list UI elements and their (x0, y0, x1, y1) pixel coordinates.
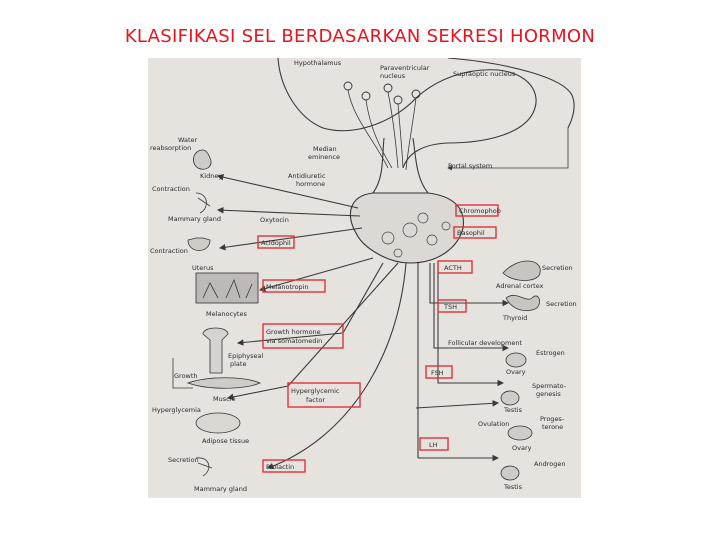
right-vertical-line (447, 128, 569, 171)
label-portal: Portal system (448, 162, 492, 170)
label-proges: Proges- (540, 415, 565, 423)
label-mammary-1: Mammary gland (168, 215, 221, 223)
label-oxytocin: Oxytocin (260, 216, 289, 224)
thyroid-icon (505, 294, 540, 312)
label-basophil: Basophil (457, 229, 485, 237)
box-hyperglycemic-factor (287, 382, 361, 408)
label-growth: Growth (174, 372, 198, 380)
label-chromophobe: Chromophob (459, 207, 501, 215)
label-prolactin: Prolactin (266, 463, 294, 471)
bone-icon (202, 327, 229, 374)
label-melanocytes: Melanocytes (206, 310, 247, 318)
label-growth-hormone: Growth hormone (266, 328, 321, 336)
label-fsh: FSH (431, 369, 444, 377)
label-secretion-2: Secretion (546, 300, 577, 308)
label-epiphyseal-2: plate (230, 360, 246, 368)
label-secretion-1: Secretion (542, 264, 573, 272)
label-ovary-2: Ovary (512, 444, 532, 452)
label-terone: terone (542, 423, 563, 431)
mammary-gland-icon-2 (195, 457, 213, 477)
label-ovary-1: Ovary (506, 368, 526, 376)
box-basophil (453, 226, 497, 239)
pituitary-gland (349, 192, 464, 264)
label-adh: Antidiuretic (288, 172, 326, 180)
label-hyperglycemia: Hyperglycemia (152, 406, 201, 414)
muscle-icon (186, 377, 262, 389)
testis-icon (500, 390, 520, 406)
label-reabsorption: reabsorption (150, 144, 191, 152)
box-prolactin (262, 459, 306, 473)
adrenal-icon (502, 260, 541, 281)
box-tsh (437, 299, 467, 313)
melanocytes-icon (195, 272, 259, 304)
label-androgen: Androgen (534, 460, 565, 468)
label-spermato: Spermato- (532, 382, 567, 390)
label-muscle: Muscle (213, 395, 236, 403)
diagram-svg: Hypothalamus Paraventricular nucleus Sup… (150, 58, 577, 493)
box-lh (419, 437, 449, 451)
label-acth: ACTH (444, 264, 462, 272)
label-secretion-left: Secretion (168, 456, 199, 464)
pituitary-diagram: Hypothalamus Paraventricular nucleus Sup… (148, 58, 581, 498)
label-via-somatomedin: via somatomedin (266, 337, 322, 345)
slide-title: KLASIFIKASI SEL BERDASARKAN SEKRESI HORM… (124, 26, 596, 47)
label-kidney: Kidney (200, 172, 222, 180)
box-growth-hormone (262, 323, 344, 349)
adipose-icon (195, 412, 241, 434)
label-adrenal: Adrenal cortex (496, 282, 544, 290)
box-fsh (425, 365, 453, 379)
label-mammary-2: Mammary gland (194, 485, 247, 493)
box-melanotropin (262, 279, 326, 293)
label-melanotropin: Melanotropin (266, 283, 309, 291)
kidney-icon (193, 149, 212, 170)
label-hypothalamus: Hypothalamus (294, 59, 342, 67)
label-median: Median (313, 145, 337, 153)
neuron-cells (343, 81, 421, 171)
label-estrogen: Estrogen (536, 349, 565, 357)
ovary-icon (505, 352, 527, 368)
label-contraction-2: Contraction (150, 247, 188, 255)
mammary-gland-icon (195, 192, 211, 214)
label-acidophil: Acidophil (261, 239, 291, 247)
uterus-icon (187, 237, 211, 251)
label-ovulation: Ovulation (478, 420, 509, 428)
label-uterus: Uterus (192, 264, 214, 272)
label-testis-1: Testis (503, 406, 523, 414)
label-paraventricular-2: nucleus (380, 72, 406, 80)
box-chromophobe (455, 204, 499, 217)
box-acidophil (257, 235, 295, 249)
label-water: Water (178, 136, 198, 144)
box-acth (437, 260, 473, 274)
label-tsh: TSH (443, 303, 457, 311)
label-follicular: Follicular development (448, 339, 522, 347)
ovary-icon-2 (507, 425, 533, 441)
label-epiphyseal: Epiphyseal (228, 352, 263, 360)
label-hyperglycemic: Hyperglycemic (291, 387, 340, 395)
hormone-arrows (172, 174, 510, 470)
label-adipose: Adipose tissue (202, 437, 249, 445)
label-testis-2: Testis (503, 483, 523, 491)
label-contraction-1: Contraction (152, 185, 190, 193)
testis-icon-2 (500, 465, 520, 481)
infundibulum (372, 137, 429, 194)
brain-outer (447, 58, 575, 129)
hypothalamus-outline (277, 58, 537, 169)
pituitary-cells (381, 212, 451, 258)
label-genesis: genesis (536, 390, 561, 398)
label-paraventricular: Paraventricular (380, 64, 430, 72)
label-supraoptic: Supraoptic nucleus (453, 70, 516, 78)
label-median-2: eminence (308, 153, 340, 161)
label-lh: LH (429, 441, 438, 449)
label-thyroid: Thyroid (502, 314, 527, 322)
label-factor: factor (306, 396, 325, 404)
label-adh-2: hormone (296, 180, 325, 188)
